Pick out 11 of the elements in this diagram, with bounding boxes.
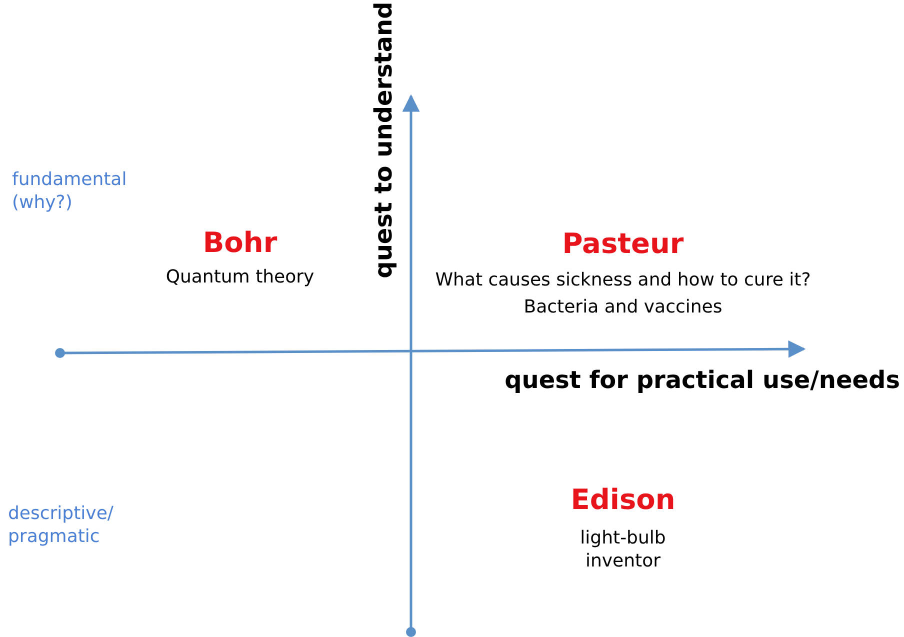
axis-end-label: descriptive/ pragmatic bbox=[8, 502, 114, 549]
quadrant-description: Quantum theory bbox=[166, 265, 314, 289]
quadrant-heading: Edison bbox=[570, 482, 676, 518]
axis-title: quest to understand bbox=[368, 2, 398, 278]
quadrant-heading: Pasteur bbox=[562, 226, 684, 262]
axis-title: quest for practical use/needs bbox=[504, 365, 900, 396]
quadrant-description: What causes sickness and how to cure it? bbox=[435, 268, 811, 292]
quadrant-description: Bacteria and vaccines bbox=[524, 295, 722, 319]
axis-end-label: fundamental (why?) bbox=[12, 168, 128, 215]
quadrant-description: light-bulb inventor bbox=[579, 526, 667, 574]
quadrant-heading: Bohr bbox=[202, 224, 278, 261]
